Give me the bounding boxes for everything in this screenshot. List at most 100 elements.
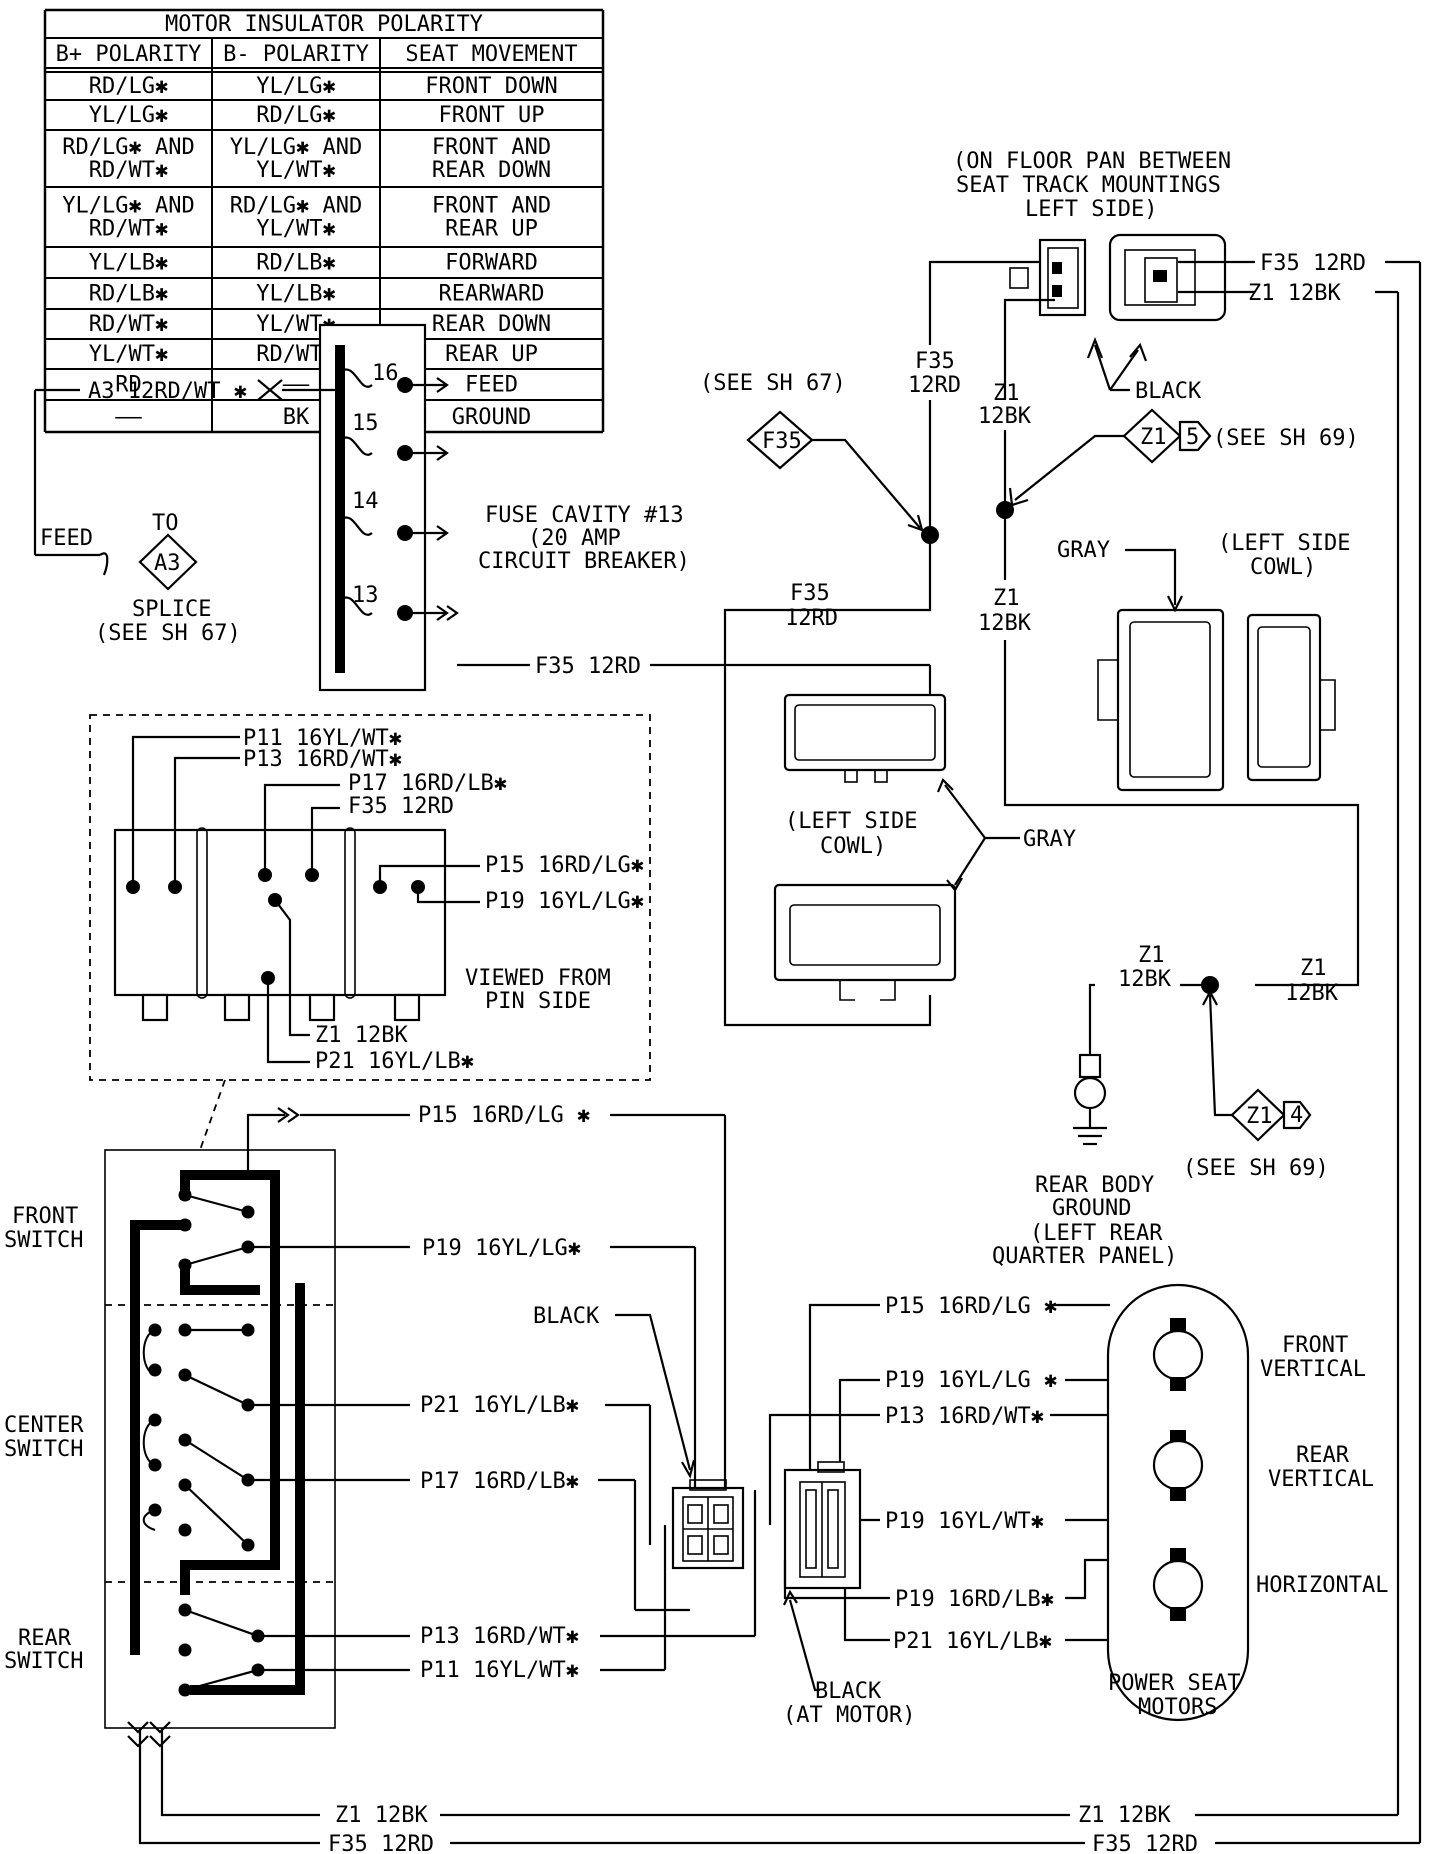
fuse-cavity-title: FUSE CAVITY #13 (485, 503, 684, 528)
polarity-header-2: SEAT MOVEMENT (405, 42, 577, 67)
f35-cavity-label: F35 12RD (535, 654, 641, 679)
floor-black-label: BLACK (1135, 379, 1202, 404)
polarity-header-0: B+ POLARITY (56, 42, 202, 67)
switch-blade (184, 1374, 249, 1406)
inline-black-connector: BLACK (533, 1304, 745, 1570)
switch-blade (184, 1245, 249, 1267)
polarity-cell: FRONT AND (432, 135, 551, 160)
polarity-cell: YL/LG✱ (89, 103, 168, 128)
bottom-f35-left: F35 12RD (328, 1832, 434, 1854)
z1-diamond-num-5: 5 (1186, 425, 1199, 450)
center-switch-label-2: SWITCH (4, 1437, 83, 1462)
switch-contact (178, 1523, 192, 1537)
bottom-trunk-wires (127, 1721, 1420, 1845)
polarity-cell: REAR UP (445, 217, 538, 242)
pin-f35-label: F35 12RD (348, 794, 454, 819)
polarity-cell: YL/WT✱ (256, 158, 335, 183)
m-p19b-label: P19 16YL/WT✱ (885, 1509, 1044, 1534)
front-switch-label-2: SWITCH (4, 1228, 83, 1253)
power-seat-label: POWER SEAT (1108, 1671, 1240, 1696)
a3-wire-label: A3 12RD/WT ✱ (88, 379, 247, 404)
f35-vert-label-2: 12RD (908, 373, 961, 398)
gray-connectors-center (773, 693, 1020, 1001)
floor-pan-label-3: LEFT SIDE) (1025, 197, 1157, 222)
gray-center-label: GRAY (1023, 827, 1076, 852)
sw-p13-label: P13 16RD/WT✱ (420, 1624, 579, 1649)
f35-cavity-wire: F35 12RD (457, 654, 932, 700)
polarity-cell: BK (283, 405, 310, 430)
switch-blade (184, 1484, 249, 1546)
polarity-cell: YL/LG✱ AND (62, 194, 194, 219)
pin-p21-label: P21 16YL/LB✱ (315, 1049, 474, 1074)
floor-pan-label-2: SEAT TRACK MOUNTINGS (956, 173, 1221, 198)
cavity-14-label: 14 (352, 489, 379, 514)
motors-label: MOTORS (1138, 1695, 1217, 1720)
cavity-13-label: 13 (352, 583, 379, 608)
power-seat-motors (1106, 1283, 1250, 1722)
z1-vert-label: Z1 (993, 381, 1020, 406)
z1-vert-label-2: 12BK (978, 404, 1032, 429)
pin-p17-label: P17 16RD/LB✱ (348, 771, 507, 796)
polarity-cell: YL/LG✱ (256, 74, 335, 99)
feed-label: FEED (40, 526, 93, 551)
m-p21-label: P21 16YL/LB✱ (893, 1629, 1052, 1654)
front-vertical-label-1: FRONT (1282, 1333, 1348, 1358)
rear-body-label-1: REAR BODY (1035, 1173, 1154, 1198)
front-vertical-label-2: VERTICAL (1260, 1357, 1366, 1382)
polarity-cell: RD/LG✱ (256, 103, 335, 128)
left-side-cowl-right-2: COWL) (1250, 555, 1316, 580)
f35-top-right-label: F35 12RD (1260, 251, 1366, 276)
polarity-cell: FRONT DOWN (425, 74, 557, 99)
motor-lead-wires (1050, 1303, 1110, 1642)
gray-connectors-right (1097, 548, 1336, 792)
switch-blade (184, 1668, 259, 1692)
z1-diamond-label: Z1 (1140, 425, 1167, 450)
polarity-cell: REARWARD (439, 282, 545, 307)
floor-pan-label-1: (ON FLOOR PAN BETWEEN (953, 149, 1231, 174)
seat-switch-block (104, 1149, 336, 1729)
to-label: TO (152, 511, 179, 536)
fuse-cavity-type: CIRCUIT BREAKER) (478, 549, 690, 574)
motor-side-wires (768, 1303, 890, 1642)
rear-body-label-3: (LEFT REAR (1030, 1221, 1163, 1246)
polarity-table-title: MOTOR INSULATOR POLARITY (165, 12, 483, 37)
z1-ground-left-label-2: 12BK (1118, 967, 1172, 992)
polarity-header-1: B- POLARITY (223, 42, 369, 67)
polarity-cell: YL/LB✱ (256, 282, 335, 307)
switch-connector-pin-view: P11 16YL/WT✱ P13 16RD/WT✱ P17 16RD/LB✱ F… (89, 714, 651, 1081)
polarity-cell: REAR UP (445, 342, 538, 367)
polarity-cell: RD/WT✱ (89, 312, 168, 337)
switch-blade (184, 1193, 249, 1214)
z1-mid-label: Z1 (993, 586, 1020, 611)
z1-ground-left-label: Z1 (1138, 943, 1165, 968)
rear-body-label-2: GROUND (1052, 1196, 1131, 1221)
polarity-cell: RD/LB✱ (256, 251, 335, 276)
rear-vertical-motor (1152, 1430, 1204, 1501)
polarity-cell: FRONT AND (432, 194, 551, 219)
see-sh-67-left: (SEE SH 67) (95, 621, 241, 646)
polarity-cell: RD/WT✱ (89, 158, 168, 183)
sw-p19-label: P19 16YL/LG✱ (422, 1236, 581, 1261)
z1-ground-diamond-label: Z1 (1246, 1104, 1273, 1129)
polarity-cell: —— (115, 405, 142, 430)
f35-splice: F35 12RD F35 (SEE SH 67) F35 12RD (700, 260, 1040, 1027)
pin-z1-label: Z1 12BK (315, 1023, 408, 1048)
m-p13-label: P13 16RD/WT✱ (885, 1404, 1044, 1429)
see-sh-67-top: (SEE SH 67) (700, 371, 846, 396)
motor-insulator-polarity-table: MOTOR INSULATOR POLARITY B+ POLARITY B- PO… (43, 8, 605, 434)
z1-mid-label-2: 12BK (978, 611, 1032, 636)
left-side-cowl-right-1: (LEFT SIDE (1218, 531, 1350, 556)
a3-feed-wire: A3 12RD/WT ✱ FEED TO A3 SPLICE (SEE SH 6… (33, 379, 340, 646)
switch-contacts (142, 1188, 265, 1697)
polarity-cell: YL/LG✱ AND (230, 135, 362, 160)
sw-p11-label: P11 16YL/WT✱ (420, 1658, 579, 1683)
polarity-cell: FRONT UP (439, 103, 545, 128)
left-side-cowl-center-1: (LEFT SIDE (785, 809, 917, 834)
pin-side-label: PIN SIDE (485, 989, 591, 1014)
polarity-cell: YL/LB✱ (89, 251, 168, 276)
polarity-cell: RD/LB✱ (89, 282, 168, 307)
fuse-cavity-block: 16 15 14 13 (318, 323, 459, 692)
rear-body-label-4: QUARTER PANEL) (992, 1244, 1177, 1269)
pin-p11-label: P11 16YL/WT✱ (243, 726, 402, 751)
z1-top-right-label: Z1 12BK (1248, 281, 1341, 306)
